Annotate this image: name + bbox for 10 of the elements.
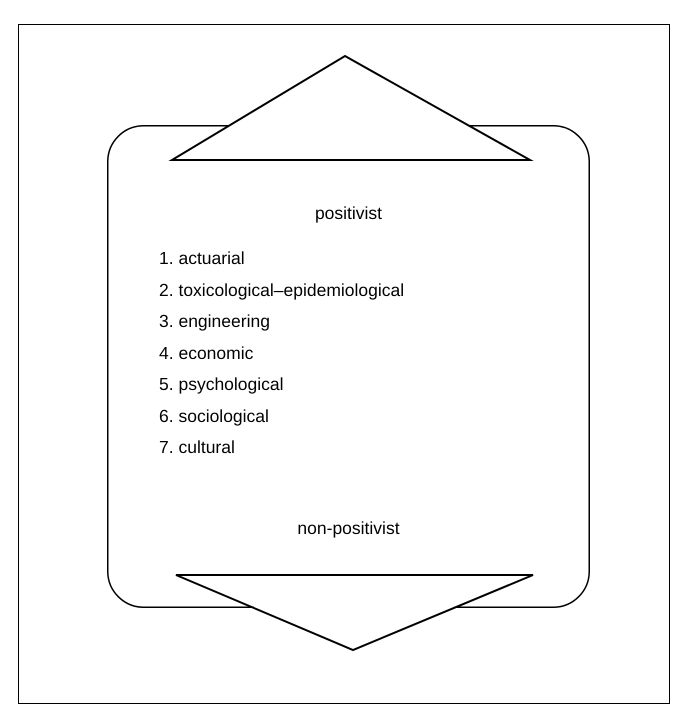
list-item: 4. economic [159, 342, 254, 364]
list-item: 7. cultural [159, 436, 235, 458]
heading-label: positivist [314, 202, 384, 224]
list-item: 5. psychological [159, 373, 284, 395]
footer-label: non-positivist [296, 517, 401, 539]
list-item: 1. actuarial [159, 247, 245, 269]
list-item: 6. sociological [159, 404, 269, 426]
list-item: 2. toxicological–epidemiological [159, 278, 404, 300]
list-item: 3. engineering [159, 310, 270, 332]
rounded-box [107, 125, 590, 608]
